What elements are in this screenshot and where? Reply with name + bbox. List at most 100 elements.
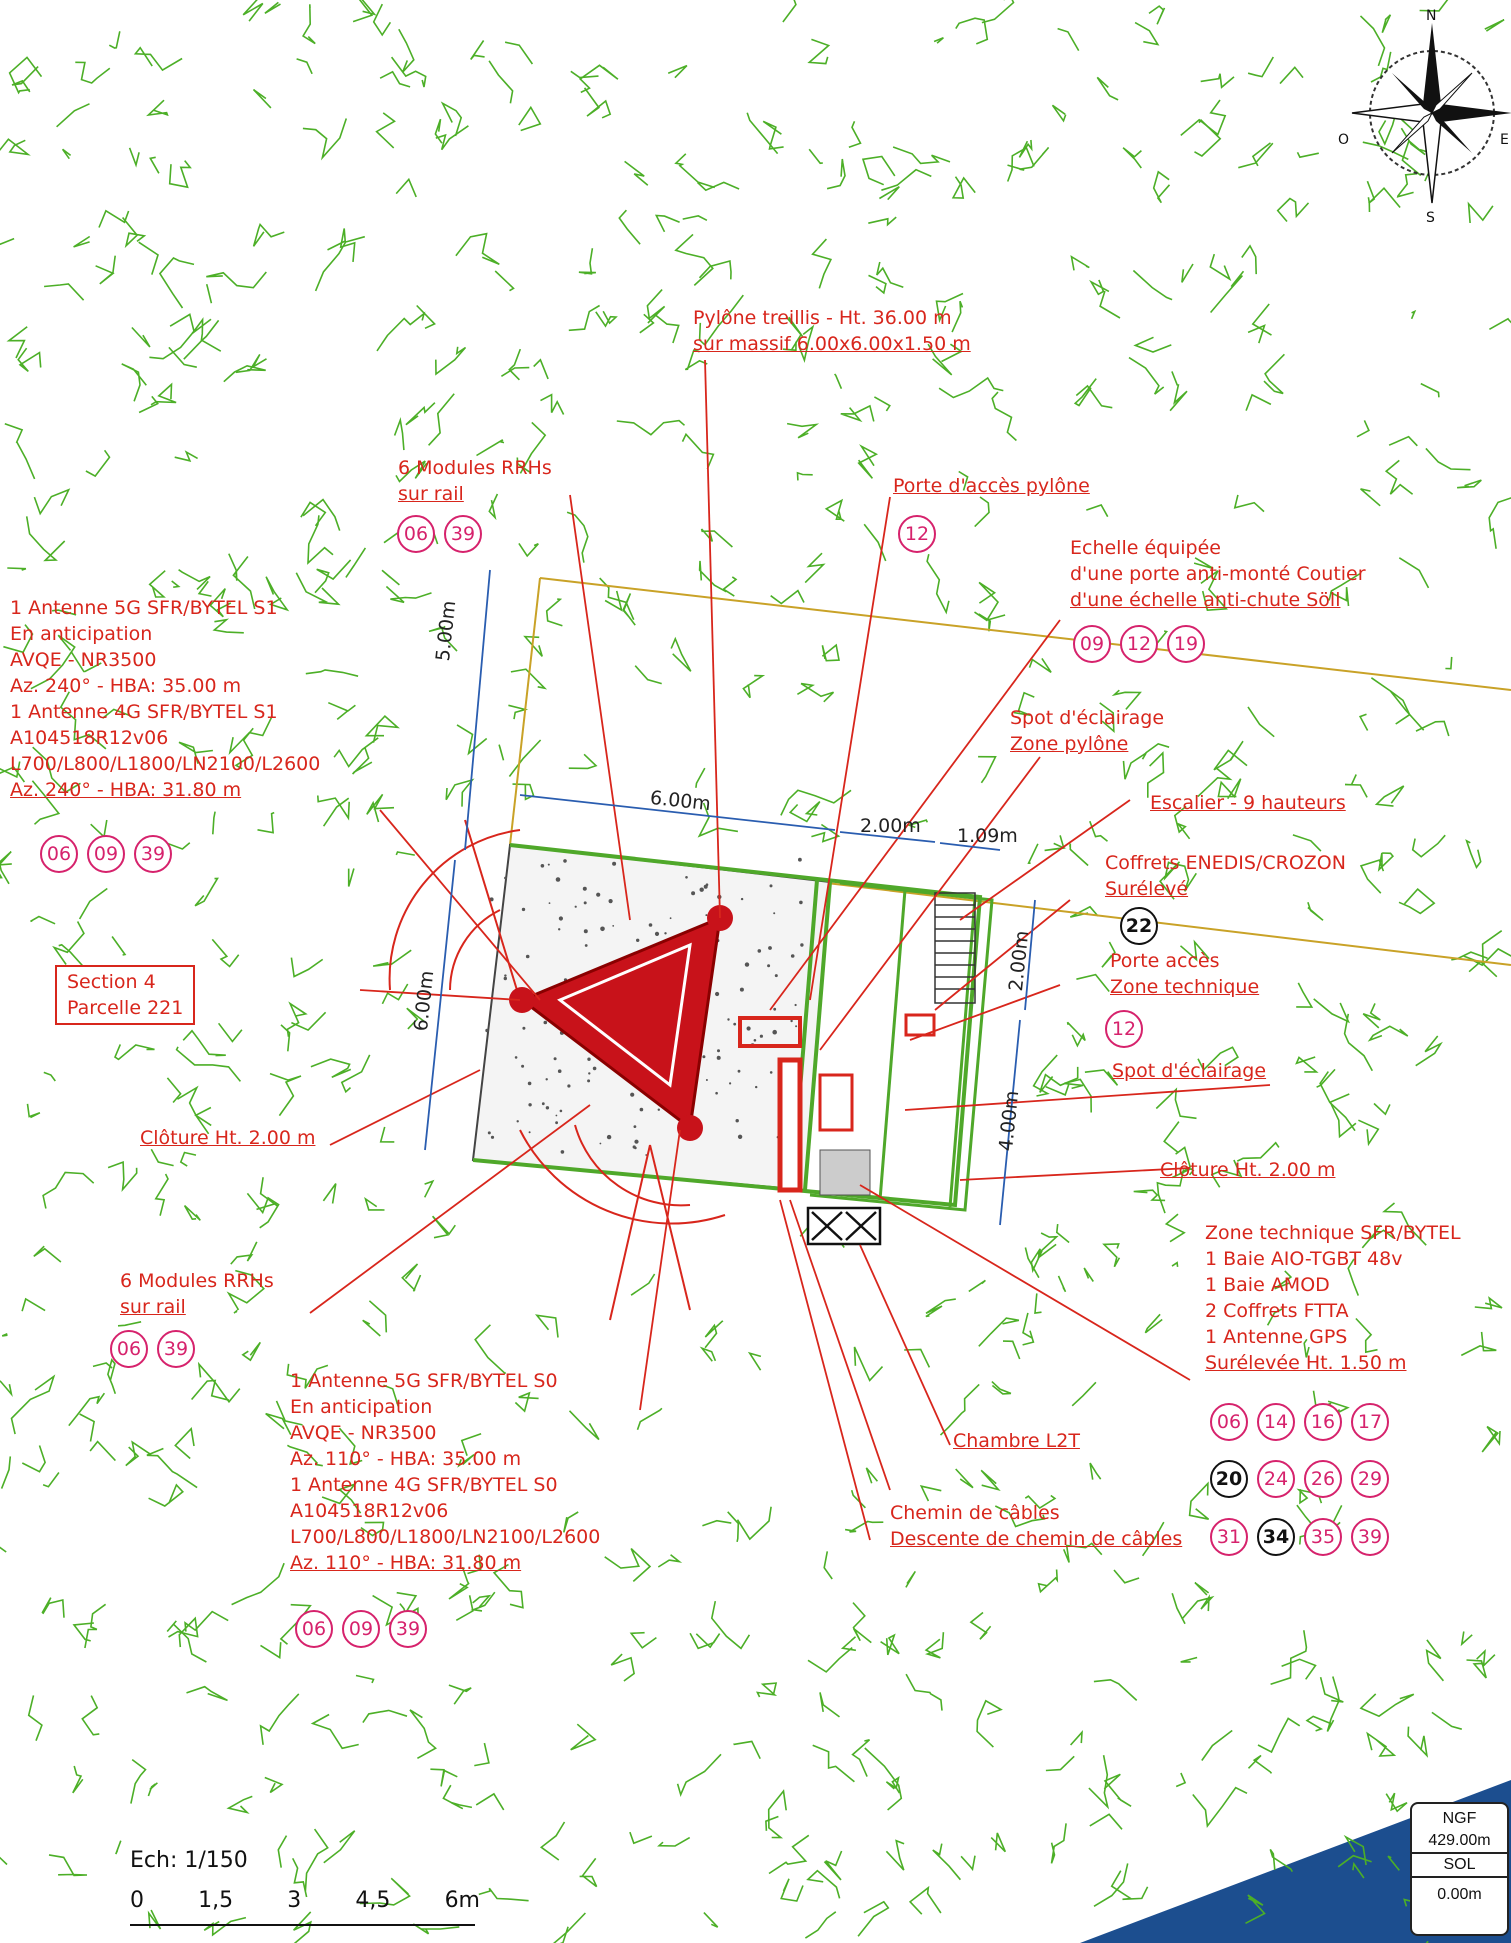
vegetation-stroke [1270, 1630, 1308, 1685]
vegetation-stroke [168, 1616, 199, 1648]
reference-badge: 06 [397, 515, 435, 553]
vegetation-stroke [1307, 902, 1324, 921]
vegetation-stroke [1171, 1261, 1179, 1267]
vegetation-stroke [1163, 1121, 1180, 1154]
vegetation-stroke [568, 1410, 600, 1441]
vegetation-stroke [629, 1631, 657, 1649]
vegetation-stroke [932, 1843, 962, 1881]
vegetation-stroke [457, 1454, 475, 1468]
vegetation-stroke [286, 1363, 329, 1389]
vegetation-stroke [333, 737, 379, 768]
vegetation-stroke [978, 613, 1006, 632]
vegetation-stroke [362, 1319, 381, 1337]
vegetation-stroke [1382, 1202, 1427, 1246]
vegetation-stroke [31, 780, 61, 825]
vegetation-stroke [1030, 1243, 1057, 1274]
vegetation-stroke [435, 125, 469, 151]
vegetation-stroke [412, 1923, 430, 1935]
vegetation-stroke [241, 1341, 261, 1362]
vegetation-stroke [762, 120, 784, 150]
vegetation-stroke [1367, 197, 1371, 213]
slab-dot [583, 929, 588, 934]
chambre-l2t [806, 1206, 882, 1246]
vegetation-stroke [1233, 494, 1265, 513]
slab-dot [729, 1082, 732, 1085]
reference-badge: 06 [40, 835, 78, 873]
vegetation-stroke [310, 1058, 352, 1079]
vegetation-stroke [1194, 1581, 1210, 1596]
vegetation-stroke [1075, 384, 1113, 409]
vegetation-stroke [42, 1472, 60, 1488]
vegetation-stroke [1111, 689, 1142, 710]
vegetation-stroke [305, 669, 359, 677]
vegetation-stroke [0, 1856, 8, 1866]
vegetation-stroke [1173, 805, 1191, 840]
slab-dot [558, 928, 561, 931]
slab-dot [600, 926, 605, 932]
vegetation-stroke [0, 138, 31, 156]
compass-east: E [1500, 132, 1509, 148]
vegetation-stroke [290, 957, 324, 978]
vegetation-stroke [697, 802, 739, 838]
vegetation-stroke [395, 460, 428, 483]
vegetation-stroke [1343, 1834, 1367, 1866]
vegetation-stroke [1062, 1542, 1103, 1563]
scale-tick: 1,5 [198, 1888, 234, 1913]
vegetation-stroke [892, 146, 951, 165]
vegetation-stroke [768, 1834, 810, 1875]
slab-dot [547, 863, 550, 866]
slab-dot [545, 1078, 548, 1081]
vegetation-stroke [381, 983, 409, 1005]
vegetation-stroke [1168, 861, 1197, 892]
vegetation-stroke [630, 1273, 656, 1296]
vegetation-stroke [1181, 263, 1194, 283]
vegetation-stroke [107, 1358, 117, 1394]
vegetation-stroke [1241, 244, 1257, 275]
slab-dot [753, 1039, 757, 1042]
dimension-lines [424, 569, 1036, 1226]
badges-coffrets: 22 [1120, 907, 1158, 945]
vegetation-stroke [510, 668, 548, 690]
north-arrow [1351, 23, 1511, 204]
vegetation-stroke [186, 1685, 228, 1702]
vegetation-stroke [6, 326, 28, 359]
vegetation-stroke [1071, 1381, 1097, 1407]
vegetation-stroke [1425, 1639, 1445, 1682]
vegetation-stroke [121, 216, 147, 249]
slab-dot [596, 892, 601, 897]
vegetation-stroke [512, 783, 535, 801]
vegetation-stroke [190, 1379, 230, 1401]
vegetation-stroke [295, 572, 341, 606]
vegetation-stroke [1362, 141, 1409, 161]
vegetation-stroke [1122, 752, 1147, 780]
vegetation-stroke [826, 158, 846, 190]
vegetation-stroke [684, 349, 708, 371]
vegetation-stroke [223, 364, 266, 383]
vegetation-stroke [296, 58, 313, 75]
slab-dot [540, 864, 545, 868]
vegetation-stroke [1210, 1159, 1243, 1188]
vegetation-stroke [474, 1742, 490, 1767]
vegetation-stroke [1355, 1317, 1378, 1354]
vegetation-stroke [423, 1179, 435, 1198]
vegetation-stroke [148, 570, 166, 598]
vegetation-stroke [634, 665, 662, 685]
vegetation-stroke [1037, 1232, 1059, 1255]
vegetation-stroke [1281, 1658, 1317, 1680]
vegetation-stroke [868, 274, 887, 295]
vegetation-stroke [372, 3, 392, 37]
vegetation-stroke [1073, 378, 1097, 407]
vegetation-stroke [70, 651, 102, 673]
vegetation-stroke [1179, 939, 1210, 962]
vegetation-stroke [398, 28, 415, 73]
vegetation-stroke [317, 795, 350, 821]
reference-badge: 06 [110, 1330, 148, 1368]
slab-dot [636, 938, 640, 942]
vegetation-stroke [264, 1, 281, 14]
vegetation-stroke [1245, 1894, 1266, 1925]
vegetation-stroke [455, 232, 500, 266]
vegetation-stroke [474, 1324, 507, 1375]
vegetation-stroke [508, 704, 529, 720]
